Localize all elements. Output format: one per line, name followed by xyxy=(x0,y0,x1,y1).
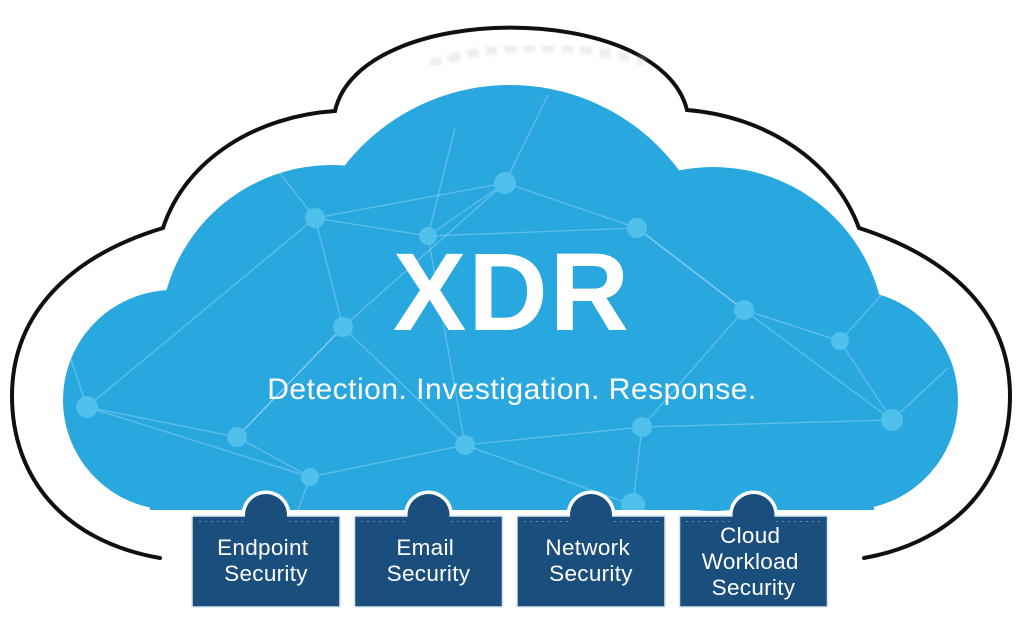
network-node xyxy=(627,218,647,238)
network-edge xyxy=(427,235,466,446)
network-node xyxy=(632,417,652,437)
network-edge xyxy=(636,227,745,311)
network-edge xyxy=(86,217,316,408)
network-edge xyxy=(236,326,344,438)
network-edge xyxy=(427,182,506,237)
module-label: Cloud Workload Security xyxy=(702,523,806,600)
module-endpoint-security: Endpoint Security xyxy=(191,490,341,608)
network-node xyxy=(305,208,325,228)
cloud-body xyxy=(63,85,958,511)
network-node xyxy=(621,493,645,511)
puzzle-knob xyxy=(732,494,775,536)
network-edge xyxy=(342,326,466,446)
network-edge xyxy=(641,419,893,428)
module-label: Email Security xyxy=(387,535,471,586)
network-edge xyxy=(636,227,745,311)
puzzle-knob xyxy=(407,494,450,536)
network-node xyxy=(881,409,903,431)
network-pattern xyxy=(65,94,949,511)
network-edge xyxy=(282,476,311,511)
network-node xyxy=(227,427,247,447)
network-edge xyxy=(743,309,841,342)
module-label: Network Security xyxy=(545,535,636,586)
network-edge xyxy=(314,217,429,237)
network-node xyxy=(301,468,319,486)
network-node xyxy=(333,317,353,337)
network-edge xyxy=(743,309,893,421)
network-edge xyxy=(86,406,238,438)
network-edge xyxy=(342,182,506,328)
network-edge xyxy=(86,406,311,478)
network-node xyxy=(419,227,437,245)
network-edge xyxy=(427,227,638,237)
diagram-title: XDR xyxy=(393,231,631,354)
network-edge xyxy=(309,444,466,478)
network-edge xyxy=(236,326,344,438)
network-node xyxy=(494,172,516,194)
puzzle-knob xyxy=(570,494,612,536)
network-edge xyxy=(504,94,549,184)
network-edge xyxy=(314,182,506,219)
network-edge xyxy=(464,426,643,446)
network-edge xyxy=(839,340,893,421)
network-node xyxy=(76,396,98,418)
network-node xyxy=(831,332,849,350)
module-cloud-workload-security: Cloud Workload Security xyxy=(678,490,829,608)
network-edge xyxy=(427,127,456,237)
diagram-subtitle: Detection. Investigation. Response. xyxy=(267,373,756,406)
network-edge xyxy=(641,309,745,428)
network-edge xyxy=(632,426,643,506)
network-edge xyxy=(891,367,949,421)
network-node xyxy=(455,435,475,455)
module-label: Endpoint Security xyxy=(217,535,315,586)
network-node xyxy=(734,300,754,320)
module-network-security: Network Security xyxy=(516,490,666,608)
network-edge xyxy=(236,436,311,478)
puzzle-knob xyxy=(245,494,287,536)
module-email-security: Email Security xyxy=(353,490,504,608)
watermark-smudge xyxy=(428,43,647,69)
network-edge xyxy=(314,217,344,328)
network-edge xyxy=(504,182,638,229)
